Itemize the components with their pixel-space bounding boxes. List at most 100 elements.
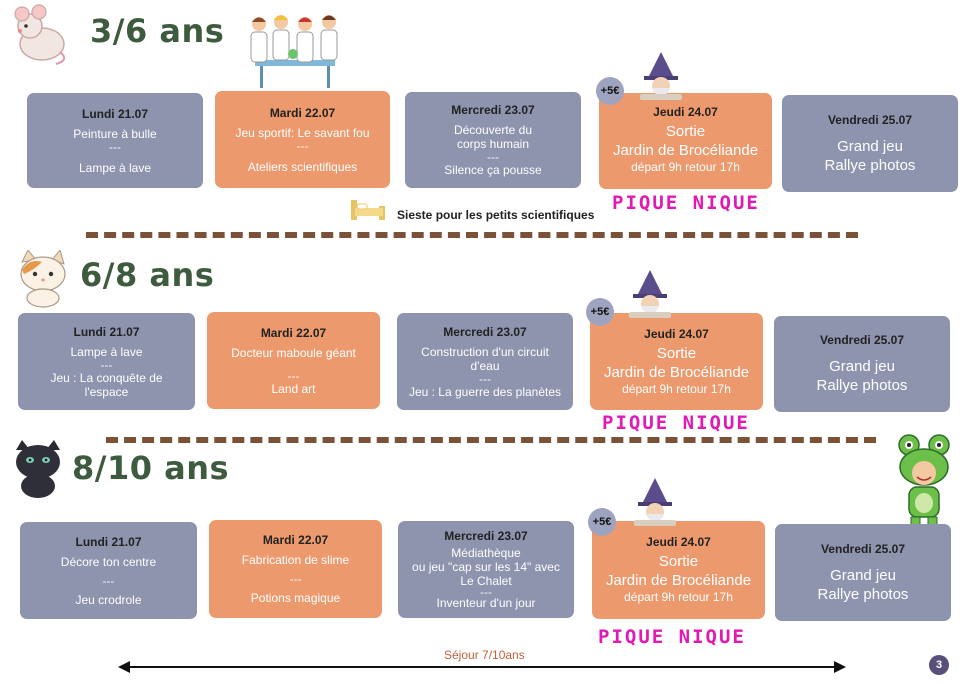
section-title: 6/8 ans	[80, 256, 215, 294]
price-badge: +5€	[596, 77, 624, 105]
activity-line: Docteur maboule géant	[231, 345, 356, 360]
day-card-jeudi: Jeudi 24.07 Sortie Jardin de Brocéliande…	[590, 313, 763, 410]
activity-line: Ateliers scientifiques	[247, 159, 358, 174]
outing-title: Sortie	[665, 123, 706, 140]
separator: ---	[479, 371, 491, 386]
day-label: Mercredi 23.07	[443, 324, 527, 339]
day-label: Mercredi 23.07	[451, 103, 535, 117]
outing-place: Jardin de Brocéliande	[605, 572, 752, 589]
page-number-badge: 3	[929, 655, 949, 675]
day-card-mardi: Mardi 22.07 Fabrication de slime --- Pot…	[209, 520, 382, 618]
separator: ---	[289, 572, 302, 586]
day-card-vendredi: Vendredi 25.07 Grand jeu Rallye photos	[774, 316, 950, 412]
price-badge: +5€	[586, 298, 614, 326]
activity-line: ou jeu "cap sur les 14" avec	[412, 560, 560, 574]
outing-place: Jardin de Brocéliande	[603, 363, 750, 381]
double-arrow	[118, 660, 846, 674]
picnic-label: PIQUE NIQUE	[612, 192, 760, 214]
day-card-jeudi: Jeudi 24.07 Sortie Jardin de Brocéliande…	[599, 93, 772, 189]
panther-icon	[8, 438, 68, 500]
activity-line: Jeu : La guerre des planètes	[408, 384, 562, 399]
outing-schedule: départ 9h retour 17h	[622, 381, 731, 396]
outing-place: Jardin de Brocéliande	[612, 142, 759, 159]
activity-line: Rallye photos	[817, 585, 909, 603]
section-divider	[86, 232, 858, 238]
frog-kid-icon	[893, 433, 955, 538]
day-label: Jeudi 24.07	[646, 535, 711, 549]
activity-line: Peinture à bulle	[73, 126, 157, 141]
section-title: 3/6 ans	[90, 12, 225, 50]
outing-schedule: départ 9h retour 17h	[631, 160, 740, 174]
separator: ---	[487, 150, 499, 164]
activity-line: Rallye photos	[824, 156, 916, 174]
day-label: Vendredi 25.07	[820, 541, 906, 556]
day-label: Lundi 21.07	[81, 106, 149, 121]
picnic-label: PIQUE NIQUE	[598, 626, 746, 648]
activity-line: Découverte du	[453, 123, 533, 137]
outing-title: Sortie	[656, 344, 697, 362]
separator: ---	[296, 138, 309, 153]
activity-line: Land art	[271, 381, 316, 396]
day-card-lundi: Lundi 21.07 Décore ton centre --- Jeu cr…	[20, 522, 197, 619]
activity-line: Rallye photos	[816, 377, 908, 394]
mouse-icon	[8, 2, 72, 66]
separator: ---	[100, 357, 113, 372]
day-card-vendredi: Vendredi 25.07 Grand jeu Rallye photos	[775, 524, 951, 621]
wizard-icon	[630, 476, 680, 526]
day-label: Lundi 21.07	[73, 324, 140, 339]
activity-line: Jeu : La conquête de	[50, 370, 163, 385]
activity-line: Lampe à lave	[70, 344, 143, 359]
day-label: Vendredi 25.07	[819, 333, 905, 347]
separator: ---	[102, 573, 115, 588]
separator: ---	[287, 368, 300, 383]
day-label: Vendredi 25.07	[827, 112, 913, 127]
day-label: Mardi 22.07	[260, 325, 327, 340]
day-card-jeudi: Jeudi 24.07 Sortie Jardin de Brocéliande…	[592, 521, 765, 619]
activity-line: Décore ton centre	[60, 554, 157, 569]
activity-line: Silence ça pousse	[444, 163, 542, 177]
activity-line: Grand jeu	[837, 137, 903, 155]
activity-line: d'eau	[470, 358, 500, 373]
day-label: Jeudi 24.07	[653, 105, 718, 119]
day-label: Mardi 22.07	[262, 533, 329, 547]
day-card-vendredi: Vendredi 25.07 Grand jeu Rallye photos	[782, 95, 958, 192]
activity-line: Le Chalet	[460, 574, 512, 588]
day-label: Lundi 21.07	[75, 534, 142, 549]
outing-title: Sortie	[658, 553, 699, 570]
separator: ---	[480, 585, 492, 599]
section-divider	[106, 437, 876, 443]
activity-line: Jeu crodrole	[75, 592, 142, 607]
price-badge: +5€	[588, 508, 616, 536]
day-card-mercredi: Mercredi 23.07 Médiathèque ou jeu "cap s…	[398, 521, 574, 618]
day-card-lundi: Lundi 21.07 Peinture à bulle --- Lampe à…	[27, 93, 203, 188]
activity-line: l'espace	[84, 384, 129, 399]
activity-line: Fabrication de slime	[241, 553, 350, 567]
day-card-lundi: Lundi 21.07 Lampe à lave --- Jeu : La co…	[18, 313, 195, 410]
activity-line: Grand jeu	[829, 358, 895, 375]
activity-line: Jeu sportif: Le savant fou	[235, 125, 370, 140]
nap-note: Sieste pour les petits scientifiques	[397, 208, 595, 222]
picnic-label: PIQUE NIQUE	[602, 412, 750, 434]
day-card-mardi: Mardi 22.07 Docteur maboule géant --- La…	[207, 312, 380, 409]
activity-line: Potions magique	[250, 591, 341, 605]
wizard-icon	[625, 268, 675, 318]
activity-line: Médiathèque	[451, 546, 521, 560]
activity-line: Lampe à lave	[78, 160, 152, 175]
day-label: Jeudi 24.07	[644, 326, 709, 341]
activity-line: Construction d'un circuit	[421, 344, 549, 359]
day-card-mercredi: Mercredi 23.07 Découverte du corps humai…	[405, 92, 581, 188]
outing-schedule: départ 9h retour 17h	[624, 590, 733, 604]
day-card-mardi: Mardi 22.07 Jeu sportif: Le savant fou -…	[215, 91, 390, 188]
day-card-mercredi: Mercredi 23.07 Construction d'un circuit…	[397, 313, 573, 410]
activity-line: corps humain	[456, 137, 530, 151]
separator: ---	[109, 139, 121, 154]
activity-line: Grand jeu	[830, 566, 896, 584]
cat-icon	[12, 248, 74, 308]
day-label: Mardi 22.07	[269, 105, 336, 120]
scientists-illustration	[245, 12, 350, 90]
section-title: 8/10 ans	[72, 449, 230, 487]
bed-icon	[349, 196, 387, 222]
activity-line: Inventeur d'un jour	[436, 596, 536, 610]
sejour-label: Séjour 7/10ans	[444, 648, 525, 662]
day-label: Mercredi 23.07	[444, 529, 528, 543]
